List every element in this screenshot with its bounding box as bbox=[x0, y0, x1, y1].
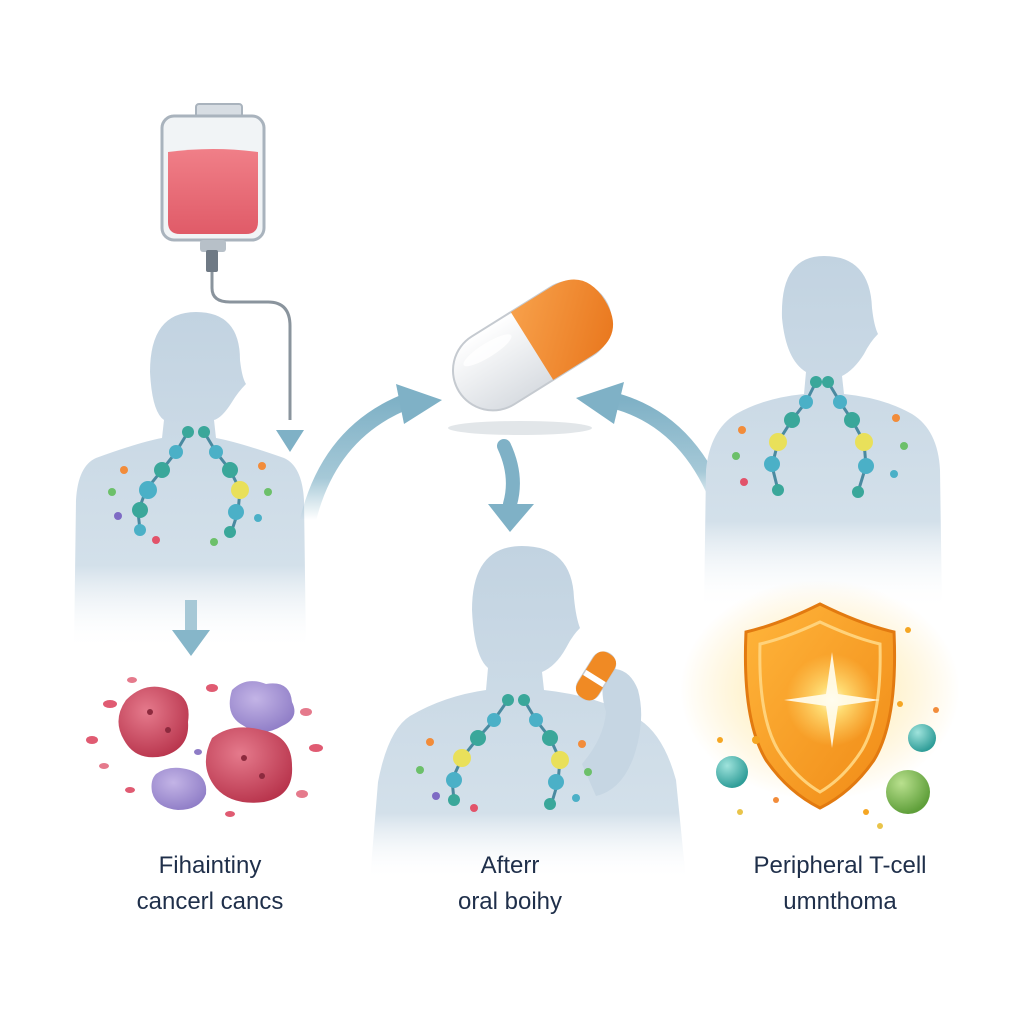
lymph-network-right bbox=[732, 376, 908, 498]
curved-arrow-left bbox=[300, 392, 418, 528]
arrow-right-icon bbox=[396, 384, 442, 424]
shield-icon bbox=[680, 580, 960, 810]
iv-bag-icon bbox=[160, 103, 266, 272]
arrow-down-icon bbox=[488, 504, 534, 532]
caption-right-line2: umnthoma bbox=[783, 888, 897, 915]
body-silhouette-left bbox=[74, 312, 306, 650]
hand-with-capsule bbox=[575, 651, 642, 796]
arrow-down-icon bbox=[276, 430, 304, 452]
arrow-down-icon bbox=[172, 600, 210, 656]
caption-left: Fihaintiny cancerl cancs bbox=[70, 848, 350, 920]
arrow-down-icon bbox=[497, 439, 520, 511]
caption-middle-line2: oral boihy bbox=[457, 888, 563, 915]
caption-middle-line1: Afterr bbox=[480, 852, 540, 879]
cancer-cells-icon bbox=[86, 677, 323, 817]
curved-arrow-right bbox=[604, 392, 730, 518]
arrow-left-icon bbox=[576, 382, 624, 424]
caption-middle: Afterr oral boihy bbox=[380, 848, 640, 920]
iv-tube bbox=[210, 272, 292, 420]
lymph-network-middle bbox=[416, 694, 592, 812]
caption-right-line1: Peripheral T-cell bbox=[753, 852, 927, 879]
lymph-network-left bbox=[108, 426, 272, 546]
caption-right: Peripheral T-cell umnthoma bbox=[690, 848, 990, 920]
caption-left-line1: Fihaintiny bbox=[158, 852, 262, 879]
immune-cells bbox=[716, 627, 939, 829]
capsule-icon bbox=[448, 279, 613, 435]
body-silhouette-right bbox=[704, 256, 942, 610]
body-silhouette-middle bbox=[370, 546, 686, 880]
caption-left-line2: cancerl cancs bbox=[136, 888, 284, 915]
